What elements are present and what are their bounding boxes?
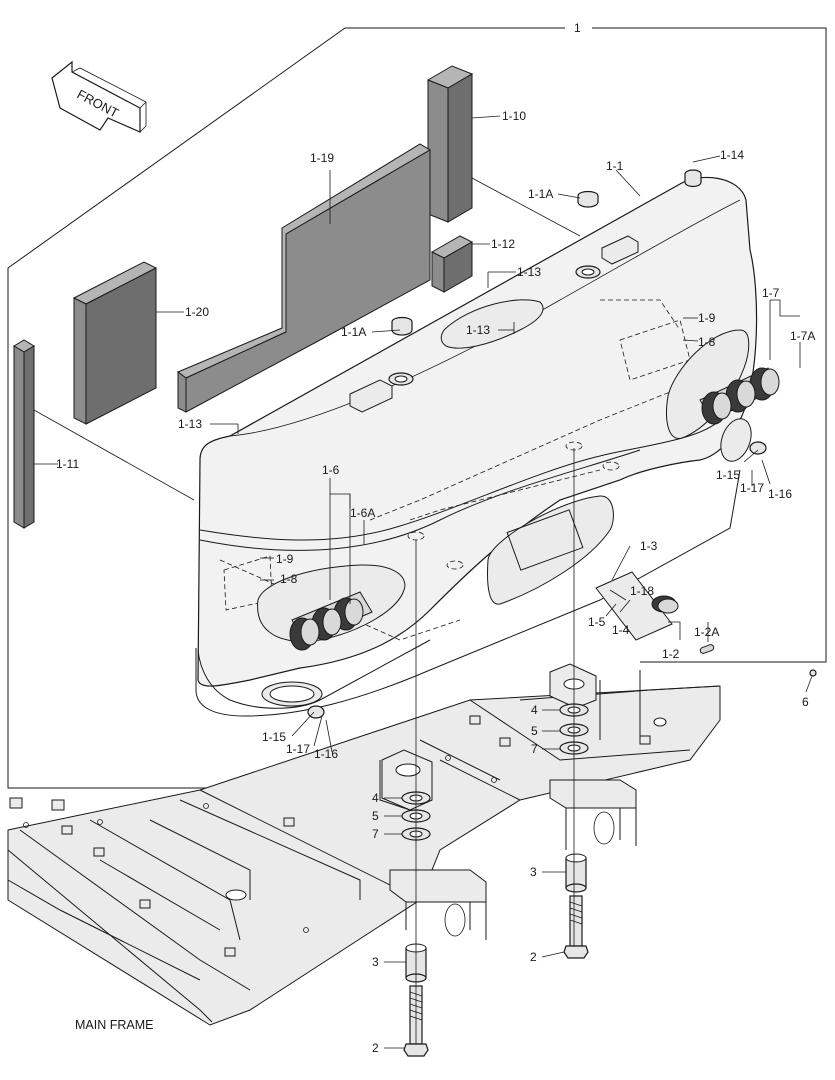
callout-7-right: 7 [531,742,538,756]
callout-1-19: 1-19 [310,151,334,165]
callout-1-8-left: 1-8 [280,572,298,586]
callout-4-right: 4 [531,703,538,717]
callout-3-right: 3 [530,865,537,879]
callout-4-left: 4 [372,791,379,805]
callout-1-18: 1-18 [630,584,654,598]
plug-1-1A-mid [388,316,414,386]
callout-1-20: 1-20 [185,305,209,319]
callout-1-10: 1-10 [502,109,526,123]
callout-1-9-left: 1-9 [276,552,294,566]
callout-1-7: 1-7 [762,286,780,300]
leader-lines [33,115,813,1049]
insulation-1-11 [13,339,35,529]
callout-7-left: 7 [372,827,379,841]
mount-bracket-right [549,663,637,850]
callout-3-left: 3 [372,955,379,969]
insulation-1-12 [430,235,474,293]
callout-1-1: 1-1 [606,159,624,173]
callout-1-15-left: 1-15 [262,730,286,744]
callout-1-2A: 1-2A [694,625,719,639]
callout-1-12: 1-12 [491,237,515,251]
main-frame-label: MAIN FRAME [75,1018,153,1032]
callout-1-13-b: 1-13 [466,323,490,337]
callout-1: 1 [574,21,581,35]
spacer-3-right [565,853,587,893]
callout-1-2: 1-2 [662,647,680,661]
assembly-boundary [7,27,827,789]
callout-1-6A: 1-6A [350,506,375,520]
reflector-1-15-right [720,418,767,462]
plug-1-1A-top [575,190,601,279]
tail-lamp-1-7 [699,367,780,425]
main-frame [7,670,721,1026]
callout-1-1A-top: 1-1A [528,187,553,201]
callout-1-9-right: 1-9 [698,311,716,325]
insulation-1-19 [177,143,431,413]
callout-1-16-right: 1-16 [768,487,792,501]
callout-2-left: 2 [372,1041,379,1055]
bolt-2-right [563,895,589,959]
callout-1-1A-mid: 1-1A [341,325,366,339]
lifting-lug-top [601,235,639,265]
reflector-1-15-left [261,681,325,719]
callout-1-15-right: 1-15 [716,468,740,482]
lifting-lug-left [349,379,393,413]
callout-5-left: 5 [372,809,379,823]
callout-1-5: 1-5 [588,615,606,629]
callout-1-3: 1-3 [640,539,658,553]
callout-6: 6 [802,695,809,709]
callout-1-7A: 1-7A [790,329,815,343]
callout-2-right: 2 [530,950,537,964]
cap-1-14 [684,169,702,188]
mount-bracket-left [381,749,487,940]
callout-1-4: 1-4 [612,623,630,637]
counterweight-body-1-1 [195,176,758,717]
license-lamp-1-2 [595,571,715,654]
callout-1-14: 1-14 [720,148,744,162]
callout-1-6: 1-6 [322,463,340,477]
screw-6 [809,669,817,677]
callout-1-16-left: 1-16 [314,747,338,761]
front-arrow-icon: FRONT [51,60,147,133]
callout-1-8-right: 1-8 [698,335,716,349]
callout-1-13-c: 1-13 [178,417,202,431]
lamp-recess-right [666,329,750,439]
tail-lamp-1-6 [289,591,373,651]
callout-labels: 1 1-10 1-19 1-14 1-1 1-1A 1-12 1-13 1-20… [56,21,815,1055]
insulation-1-20 [72,261,158,425]
callout-1-13-a: 1-13 [517,265,541,279]
insulation-1-10 [426,65,474,223]
callout-1-17-left: 1-17 [286,742,310,756]
callout-1-17-right: 1-17 [740,481,764,495]
callout-5-right: 5 [531,724,538,738]
callout-1-11: 1-11 [56,457,79,471]
